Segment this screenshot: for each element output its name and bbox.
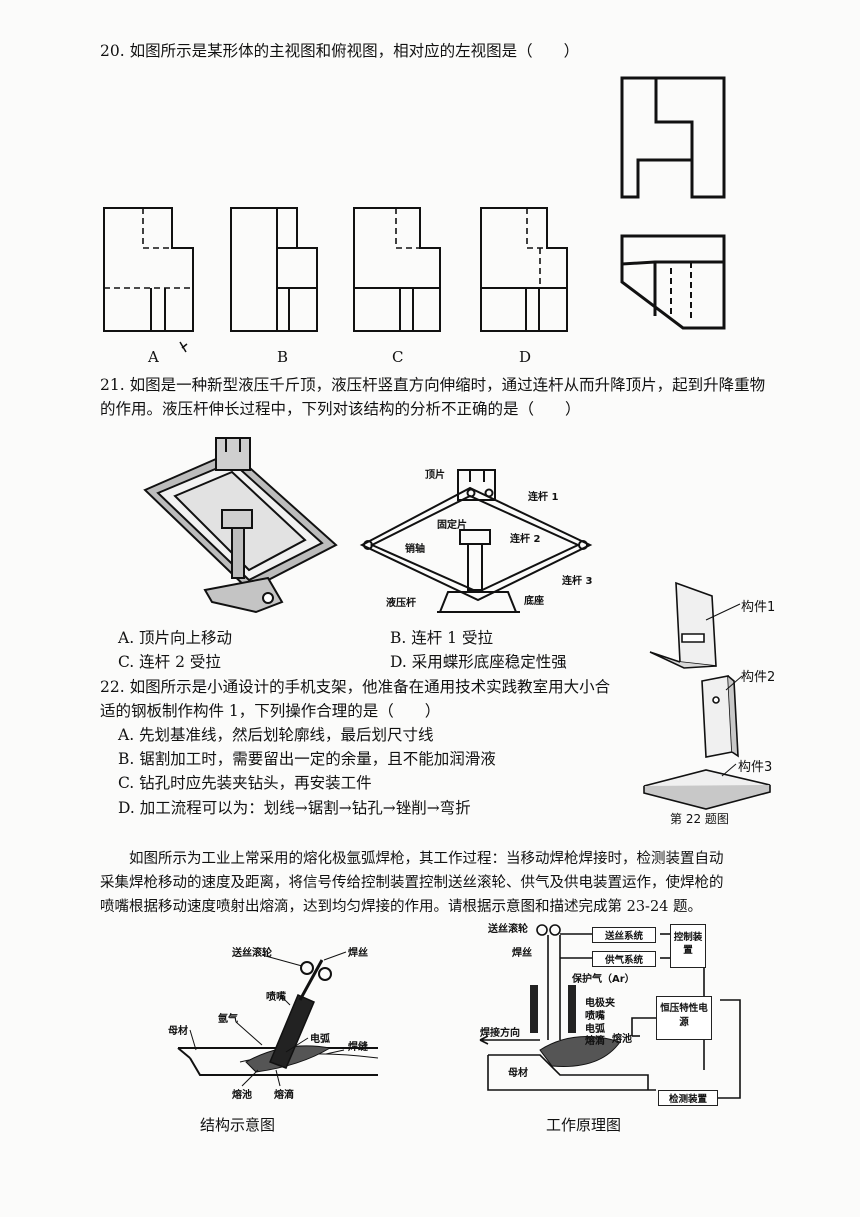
q20-option-b[interactable]: B bbox=[277, 348, 289, 366]
p-label-feed-roller: 送丝滚轮 bbox=[488, 924, 528, 935]
p-box-power: 恒压特性电源 bbox=[656, 996, 712, 1040]
q22-option-b[interactable]: B. 锯割加工时，需要留出一定的余量，且不能加润滑液 bbox=[118, 750, 496, 768]
q22-stem-line1: 22. 如图所示是小通设计的手机支架，他准备在通用技术实践教室用大小合 bbox=[100, 678, 611, 696]
label-link3: 连杆 3 bbox=[562, 576, 593, 587]
label-top-plate: 顶片 bbox=[425, 470, 445, 481]
q21-option-a[interactable]: A. 顶片向上移动 bbox=[118, 629, 233, 647]
p-label-base-metal: 母材 bbox=[508, 1068, 528, 1079]
label-pin: 销轴 bbox=[405, 544, 425, 555]
q21-option-c[interactable]: C. 连杆 2 受拉 bbox=[118, 653, 221, 671]
p-label-droplet: 熔滴 bbox=[585, 1036, 605, 1047]
s-label-seam: 焊缝 bbox=[348, 1042, 368, 1053]
q22-option-a[interactable]: A. 先划基准线，然后划轮廓线，最后划尺寸线 bbox=[118, 726, 434, 744]
s-label-droplet: 熔滴 bbox=[274, 1090, 294, 1101]
passage-line2: 采集焊枪移动的速度及距离，将信号传给控制装置控制送丝滚轮、供气及供电装置运作，使… bbox=[100, 875, 724, 891]
s-label-wire: 焊丝 bbox=[348, 948, 368, 959]
s-label-argon: 氩气 bbox=[218, 1014, 238, 1025]
s-label-pool: 熔池 bbox=[232, 1090, 252, 1101]
label-part2: 构件2 bbox=[741, 670, 776, 685]
q21-option-d[interactable]: D. 采用蝶形底座稳定性强 bbox=[390, 653, 567, 671]
p-label-wire: 焊丝 bbox=[512, 948, 532, 959]
q21-stem-line2: 的作用。液压杆伸长过程中，下列对该结构的分析不正确的是（ ） bbox=[100, 400, 581, 418]
q22-figure-caption: 第 22 题图 bbox=[670, 812, 729, 826]
q20-option-c[interactable]: C bbox=[392, 348, 404, 366]
s-label-arc: 电弧 bbox=[310, 1034, 330, 1045]
p-label-arc: 电弧 bbox=[585, 1024, 605, 1035]
label-part3: 构件3 bbox=[738, 760, 773, 775]
passage-line3: 喷嘴根据移动速度喷射出熔滴，达到均匀焊接的作用。请根据示意图和描述完成第 23-… bbox=[100, 899, 703, 915]
passage-line1: 如图所示为工业上常采用的熔化极氩弧焊枪，其工作过程：当移动焊枪焊接时，检测装置自… bbox=[100, 851, 724, 867]
q22-option-c[interactable]: C. 钻孔时应先装夹钻头，再安装工件 bbox=[118, 774, 372, 792]
p-box-wire-system: 送丝系统 bbox=[592, 927, 656, 943]
s-label-feed-roller: 送丝滚轮 bbox=[232, 948, 272, 959]
q20-option-a[interactable]: A bbox=[148, 348, 159, 366]
p-label-direction: 焊接方向 bbox=[480, 1028, 520, 1039]
p-label-pool: 熔池 bbox=[612, 1034, 632, 1045]
q22-stem-line2: 适的钢板制作构件 1，下列操作合理的是（ ） bbox=[100, 702, 441, 720]
q22-option-d[interactable]: D. 加工流程可以为：划线→锯割→钻孔→锉削→弯折 bbox=[118, 799, 471, 817]
label-link1: 连杆 1 bbox=[528, 492, 559, 503]
label-base: 底座 bbox=[524, 596, 544, 607]
p-label-shield-gas: 保护气（Ar） bbox=[572, 974, 635, 985]
q20-option-d[interactable]: D bbox=[519, 348, 532, 366]
p-label-nozzle: 喷嘴 bbox=[585, 1011, 605, 1022]
s-label-nozzle: 喷嘴 bbox=[266, 992, 286, 1003]
structure-caption: 结构示意图 bbox=[200, 1116, 276, 1134]
s-label-base-metal: 母材 bbox=[168, 1026, 188, 1037]
q21-option-b[interactable]: B. 连杆 1 受拉 bbox=[390, 629, 493, 647]
label-hydraulic-rod: 液压杆 bbox=[386, 598, 416, 609]
p-box-gas-system: 供气系统 bbox=[592, 951, 656, 967]
label-part1: 构件1 bbox=[741, 600, 776, 615]
p-box-control: 控制装置 bbox=[670, 924, 706, 968]
q20-stem: 20. 如图所示是某形体的主视图和俯视图，相对应的左视图是（ ） bbox=[100, 42, 580, 60]
p-box-detector: 检测装置 bbox=[658, 1090, 718, 1106]
label-link2: 连杆 2 bbox=[510, 534, 541, 545]
p-label-clamp: 电极夹 bbox=[585, 998, 615, 1009]
q21-stem-line1: 21. 如图是一种新型液压千斤顶，液压杆竖直方向伸缩时，通过连杆从而升降顶片，起… bbox=[100, 376, 766, 394]
label-fixed-plate: 固定片 bbox=[437, 520, 467, 531]
principle-caption: 工作原理图 bbox=[546, 1116, 622, 1134]
